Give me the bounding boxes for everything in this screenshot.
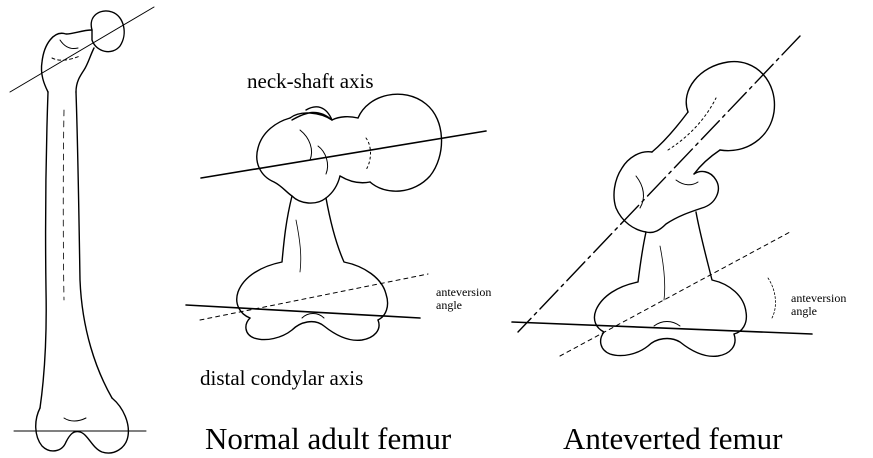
- anteverted-femur-head: [686, 62, 774, 151]
- whole-femur-condyles: [36, 398, 129, 453]
- anteverted-distal-condylar-axis-line: [512, 322, 812, 334]
- anteversion-angle-label-anteverted-line2: angle: [791, 305, 846, 318]
- normal-femur-condyles: [246, 318, 379, 340]
- anteverted-angle-arc: [768, 278, 775, 318]
- normal-neck-shaft-axis-line: [201, 131, 486, 178]
- anteversion-angle-label-normal-line2: angle: [436, 299, 491, 312]
- normal-distal-condylar-axis-line: [186, 305, 420, 318]
- neck-shaft-axis-label: neck-shaft axis: [247, 71, 374, 92]
- whole-femur-neck-axis-line: [10, 7, 154, 92]
- anteverted-anteversion-reference-line: [560, 232, 790, 356]
- whole-femur-drawing: [36, 11, 129, 453]
- anteversion-angle-label-normal: anteversion angle: [436, 286, 491, 312]
- whole-femur-head: [91, 11, 124, 52]
- anteverted-femur-caption: Anteverted femur: [563, 423, 782, 454]
- anteversion-angle-label-anteverted: anteversion angle: [791, 292, 846, 318]
- distal-condylar-axis-label: distal condylar axis: [200, 368, 363, 389]
- normal-femur-drawing: [237, 94, 442, 340]
- normal-femur-caption: Normal adult femur: [205, 423, 451, 454]
- anteverted-femur-shaft: [594, 232, 646, 332]
- anteverted-femur-drawing: [594, 62, 774, 357]
- anteverted-femur-condyles: [601, 332, 735, 356]
- normal-femur-shaft: [237, 196, 292, 318]
- whole-femur-shaft: [40, 92, 48, 408]
- normal-femur-head: [358, 94, 442, 191]
- anteverted-neck-shaft-axis-line: [518, 36, 800, 332]
